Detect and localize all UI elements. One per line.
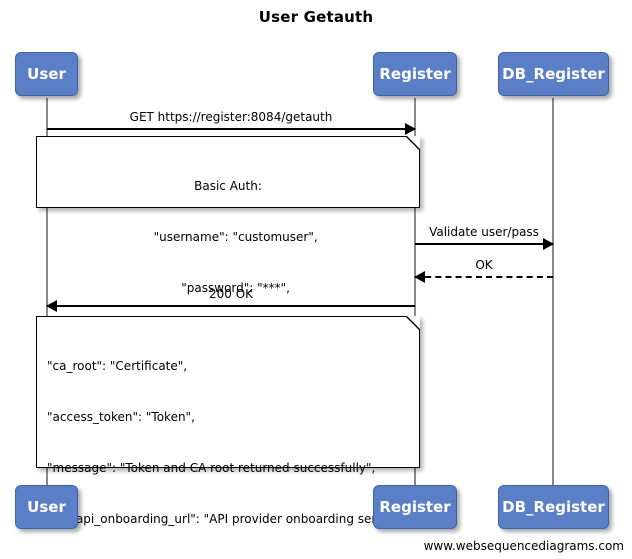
lifeline-user [46, 98, 48, 488]
note-line: Basic Auth: [194, 179, 262, 193]
note-body: "ca_root": "Certificate", "access_token"… [37, 317, 430, 559]
note-line: "password": "***", [166, 281, 290, 295]
participant-label: User [27, 498, 66, 516]
participant-user-bottom[interactable]: User [15, 485, 78, 529]
participant-label: Register [379, 65, 451, 83]
participant-label: DB_Register [502, 65, 605, 83]
message-line [47, 128, 415, 130]
note-fold-icon [407, 316, 420, 329]
arrowhead-right-icon [543, 238, 554, 250]
note-line: "ca_root": "Certificate", [47, 359, 188, 373]
note-fold-icon [407, 136, 420, 149]
note-basic-auth: Basic Auth: "username": "customuser", "p… [36, 136, 420, 295]
lifeline-register [414, 98, 416, 488]
message-label: 200 OK [208, 287, 254, 301]
message-line [47, 305, 415, 307]
message-label: GET https://register:8084/getauth [129, 110, 333, 124]
participant-label: Register [379, 498, 451, 516]
participant-db-register-bottom[interactable]: DB_Register [498, 485, 609, 529]
arrowhead-left-icon [46, 300, 57, 312]
note-line: "username": "customuser", [138, 230, 318, 244]
message-label: OK [475, 258, 493, 272]
note-line: "message": "Token and CA root returned s… [47, 461, 376, 475]
participant-register-bottom[interactable]: Register [373, 485, 457, 529]
participant-user-top[interactable]: User [15, 52, 78, 96]
footer-watermark: www.websequencediagrams.com [423, 539, 624, 553]
note-line: "access_token": "Token", [47, 410, 195, 424]
message-line [415, 276, 553, 278]
arrowhead-left-icon [414, 271, 425, 283]
message-line [415, 243, 553, 245]
arrowhead-right-icon [405, 123, 416, 135]
note-body: Basic Auth: "username": "customuser", "p… [37, 137, 419, 338]
participant-label: DB_Register [502, 498, 605, 516]
participant-label: User [27, 65, 66, 83]
message-label: Validate user/pass [429, 225, 539, 239]
participant-register-top[interactable]: Register [373, 52, 457, 96]
lifeline-db-register [552, 98, 554, 488]
page-title: User Getauth [258, 8, 374, 26]
note-line: "ccf_api_onboarding_url": "API provider … [47, 512, 430, 526]
participant-db-register-top[interactable]: DB_Register [498, 52, 609, 96]
note-response-body: "ca_root": "Certificate", "access_token"… [36, 316, 430, 526]
